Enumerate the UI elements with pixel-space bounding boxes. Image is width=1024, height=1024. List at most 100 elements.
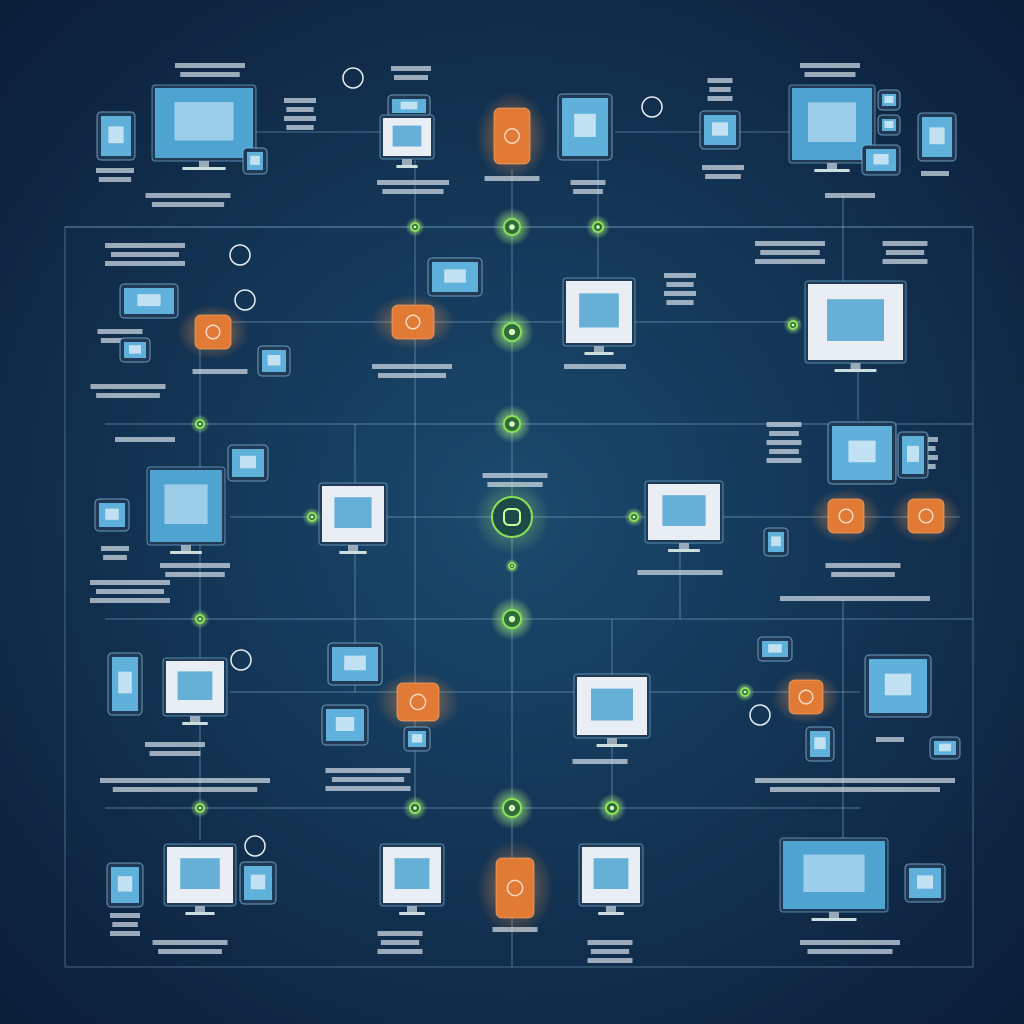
tablet-icon <box>917 112 957 162</box>
central-hub-icon <box>474 479 550 555</box>
network-node-icon <box>190 798 210 818</box>
monitor-icon <box>644 480 724 552</box>
network-node-icon <box>735 682 755 702</box>
text-label <box>882 241 928 264</box>
text-label <box>90 384 166 398</box>
text-label <box>825 563 901 577</box>
monitor-icon <box>163 843 237 915</box>
text-label <box>587 940 633 963</box>
monitor-icon <box>151 84 257 170</box>
text-label <box>800 63 860 77</box>
monitor-icon <box>779 837 889 921</box>
monitor-icon <box>146 466 226 554</box>
network-node-icon <box>492 404 532 444</box>
text-label <box>284 98 316 130</box>
text-label <box>570 180 606 194</box>
text-label <box>391 66 431 80</box>
monitor-icon <box>379 843 445 915</box>
text-label <box>105 243 185 266</box>
tablet-icon <box>387 94 431 118</box>
tablet-icon <box>897 431 929 479</box>
tablet-icon <box>94 498 130 532</box>
tablet-icon <box>227 444 269 482</box>
text-label <box>192 369 248 374</box>
phone-icon <box>371 294 455 350</box>
tablet-icon <box>107 652 143 716</box>
text-label <box>755 778 955 792</box>
chat-bubble-icon <box>749 704 771 726</box>
tablet-icon <box>242 147 268 175</box>
text-label <box>145 742 205 756</box>
tablet-icon <box>257 345 291 377</box>
text-label <box>377 931 423 954</box>
text-label <box>372 364 452 378</box>
chat-bubble-icon <box>234 289 256 311</box>
text-label <box>800 940 900 954</box>
phone-icon <box>890 488 962 544</box>
network-node-icon <box>597 793 627 823</box>
tablet-icon <box>119 283 179 319</box>
phone-icon <box>476 91 548 181</box>
tablet-icon <box>403 726 431 752</box>
text-label <box>101 546 129 560</box>
network-node-icon <box>586 215 610 239</box>
tablet-icon <box>427 257 483 297</box>
network-node-icon <box>490 310 534 354</box>
tablet-icon <box>904 863 946 903</box>
tablet-icon <box>763 527 789 557</box>
tablet-icon <box>96 111 136 161</box>
text-label <box>115 437 175 442</box>
text-label <box>325 768 411 791</box>
tablet-icon <box>877 89 901 111</box>
network-node-icon <box>405 217 425 237</box>
phone-icon <box>772 669 840 725</box>
tablet-icon <box>757 636 793 662</box>
tablet-icon <box>239 861 277 905</box>
monitor-icon <box>804 280 907 372</box>
network-node-icon <box>490 786 534 830</box>
text-label <box>564 364 626 369</box>
network-node-icon <box>490 597 534 641</box>
text-label <box>702 165 744 179</box>
tablet-icon <box>929 736 961 760</box>
network-node-icon <box>403 796 427 820</box>
text-label <box>145 193 231 207</box>
network-node-icon <box>302 507 322 527</box>
tablet-icon <box>557 93 613 161</box>
chat-bubble-icon <box>229 244 251 266</box>
text-label <box>96 168 134 182</box>
monitor-icon <box>562 277 636 355</box>
network-nodes <box>190 207 803 830</box>
text-label <box>766 422 802 463</box>
chat-bubble-icon <box>244 835 266 857</box>
phone-icon <box>477 840 553 936</box>
phone-icon <box>177 304 249 360</box>
monitor-icon <box>788 84 876 172</box>
network-node-icon <box>190 609 210 629</box>
tablet-icon <box>327 642 383 686</box>
text-label <box>377 180 449 194</box>
tablet-icon <box>877 114 901 136</box>
phone-icon <box>376 671 460 733</box>
network-node-icon <box>492 207 532 247</box>
tablet-icon <box>106 862 144 908</box>
tablet-icon <box>119 337 151 363</box>
text-label <box>825 193 875 198</box>
tablet-icon <box>805 726 835 762</box>
chat-bubble-icon <box>230 649 252 671</box>
tablet-icon <box>864 654 932 718</box>
text-label <box>152 940 228 954</box>
phone-icon <box>810 488 882 544</box>
devices <box>94 67 962 936</box>
tablet-icon <box>699 110 741 150</box>
text-label <box>921 171 949 176</box>
monitor-icon <box>578 843 644 915</box>
monitor-icon <box>573 673 651 747</box>
network-node-icon <box>190 414 210 434</box>
chat-bubble-icon <box>641 96 663 118</box>
text-label <box>664 273 696 305</box>
monitor-icon <box>162 657 228 725</box>
text-label <box>90 580 170 603</box>
text-label <box>780 596 930 601</box>
